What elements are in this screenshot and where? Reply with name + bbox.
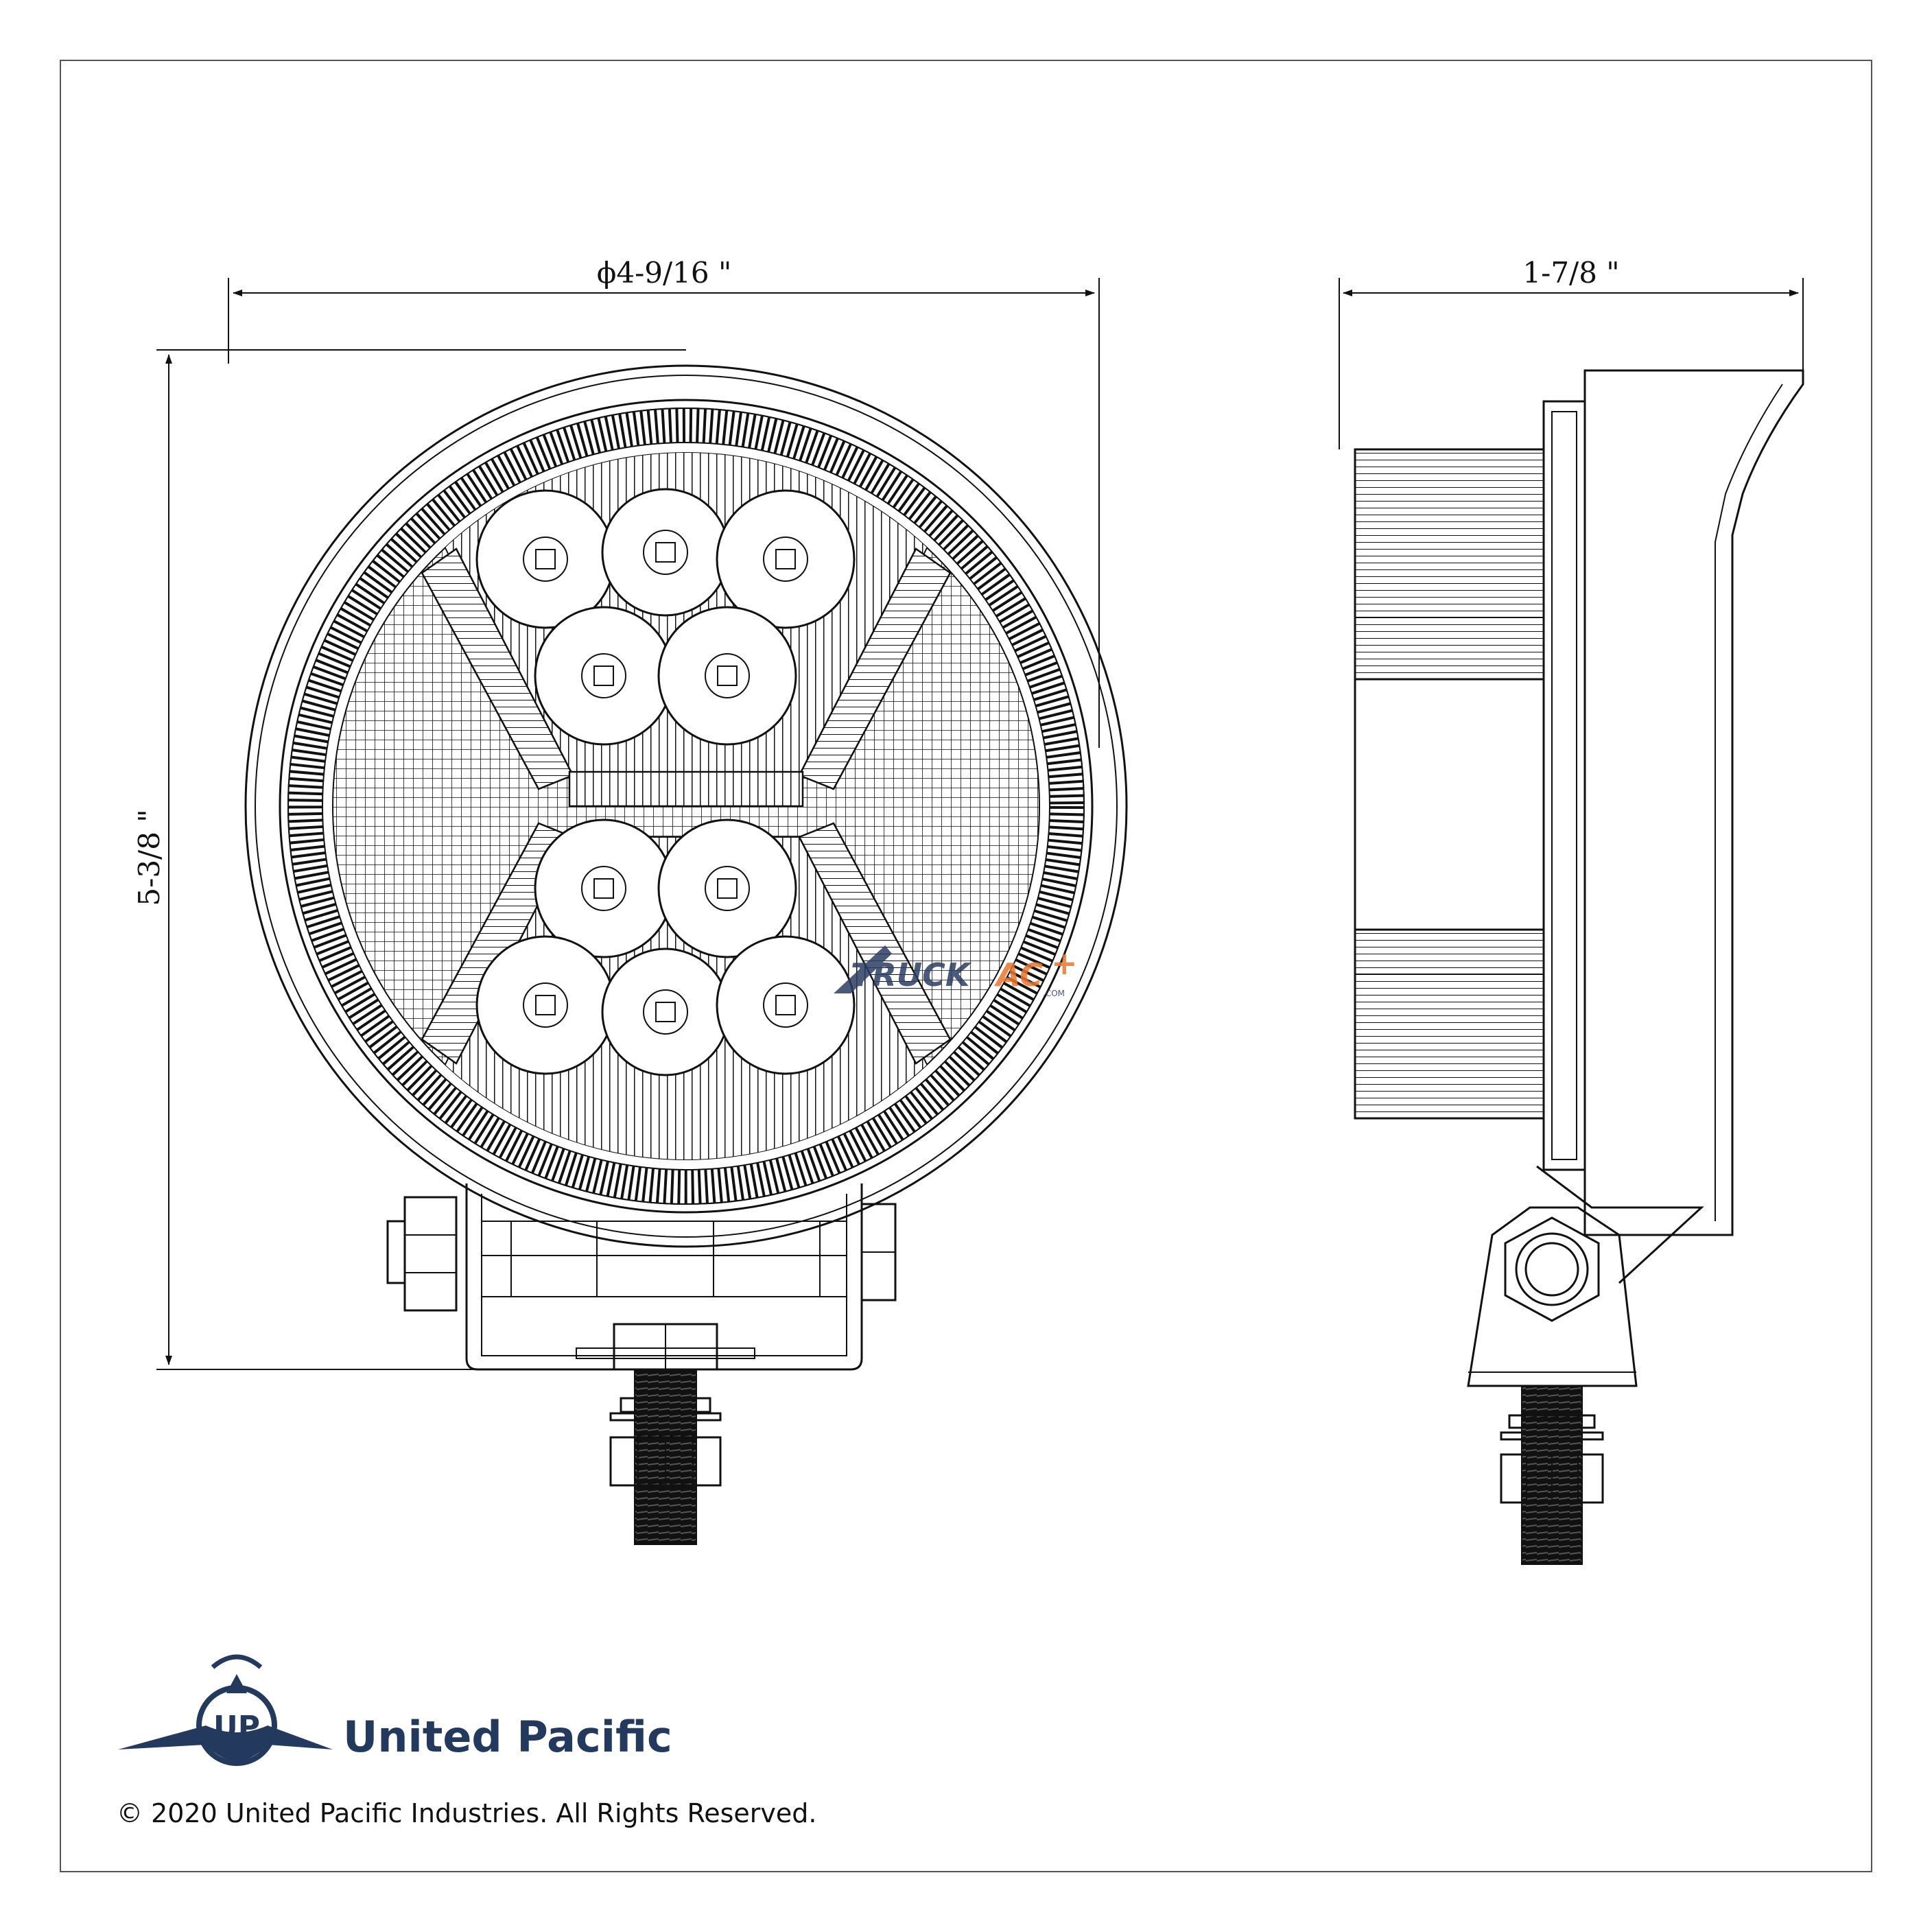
led-cluster-bottom (475, 818, 856, 1076)
side-view (1354, 369, 1804, 1565)
height-label: 5-3/8 " (132, 809, 166, 906)
united-pacific-logo: UP (118, 1654, 333, 1766)
truckac-watermark: TRUCK AC + .COM (834, 945, 1078, 998)
watermark-text-dark: TRUCK (851, 956, 972, 993)
mounting-bracket-front (386, 1183, 897, 1371)
brand-name: United Pacific (343, 1712, 672, 1762)
watermark-text-accent: AC (994, 956, 1043, 993)
dimension-height: 5-3/8 " (132, 349, 686, 1370)
diameter-label: ϕ4-9/16 " (597, 256, 732, 290)
logo-letters: UP (213, 1710, 260, 1745)
led-chips-top (523, 530, 808, 698)
page-border (60, 60, 1872, 1872)
depth-label: 1-7/8 " (1522, 256, 1619, 290)
watermark-plus: + (1051, 945, 1078, 982)
led-chips-bottom (523, 866, 808, 1035)
watermark-sub: .COM (1043, 989, 1065, 998)
front-view (244, 364, 1128, 1545)
dimension-diameter: ϕ4-9/16 " (228, 256, 1100, 748)
copyright-notice: © 2020 United Pacific Industries. All Ri… (117, 1798, 816, 1828)
led-cluster-top (475, 488, 856, 746)
dimension-depth: 1-7/8 " (1339, 256, 1804, 449)
mounting-stud-front (609, 1369, 722, 1545)
